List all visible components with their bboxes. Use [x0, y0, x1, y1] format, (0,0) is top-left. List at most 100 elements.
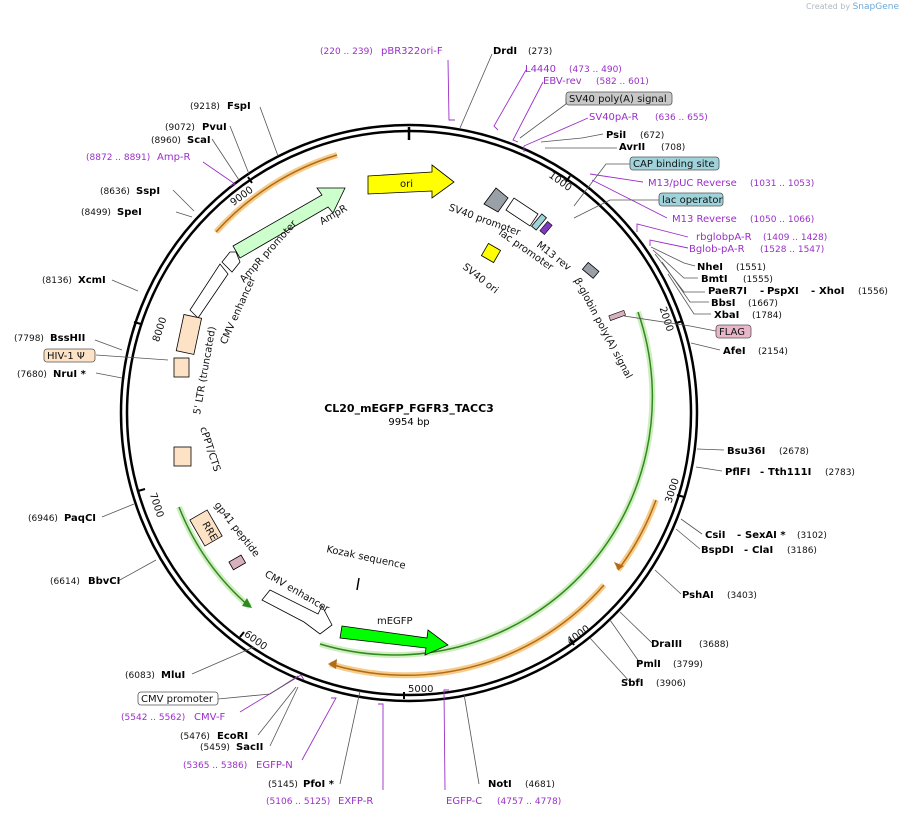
svg-text:(8636): (8636) — [100, 187, 130, 197]
enzyme-psii[interactable]: PsiI(672) — [606, 130, 664, 141]
enzyme-fspi[interactable]: (9218)FspI — [190, 101, 251, 112]
enzyme-paqci[interactable]: (6946)PaqCI — [28, 513, 96, 524]
svg-text:(220 .. 239): (220 .. 239) — [320, 47, 373, 57]
svg-text:XcmI: XcmI — [78, 275, 106, 286]
primer-m13-puc-reverse[interactable]: M13/pUC Reverse(1031 .. 1053) — [648, 178, 814, 189]
primer-leaders — [202, 59, 689, 791]
enzyme-spei[interactable]: (8499)SpeI — [81, 207, 142, 218]
svg-text:SbfI: SbfI — [621, 678, 643, 689]
primer-l4440[interactable]: L4440(473 .. 490) — [525, 64, 622, 75]
feature-cmv-enhancer-bottom — [261, 589, 333, 635]
svg-text:(8136): (8136) — [42, 276, 72, 286]
feature-lac-promoter-arrow — [505, 197, 539, 227]
snapgene-credit: Created by SnapGene — [806, 2, 899, 12]
primer-sv40pa-r[interactable]: SV40pA-R(636 .. 655) — [589, 112, 708, 123]
primer-amp-r[interactable]: (8872 .. 8891)Amp-R — [86, 152, 191, 163]
label-sv40-polya-signal[interactable]: SV40 poly(A) signal — [565, 91, 673, 106]
feature-ltr-box-1 — [175, 314, 203, 355]
enzyme-bsu36i[interactable]: Bsu36I(2678) — [727, 446, 809, 457]
primer-ebv-rev[interactable]: EBV-rev(582 .. 601) — [543, 76, 649, 87]
svg-text:(5476): (5476) — [180, 732, 210, 742]
enzyme-bbvci[interactable]: (6614)BbvCI — [50, 576, 120, 587]
enzyme-pfoi[interactable]: (5145)PfoI * — [268, 779, 335, 790]
enzyme-leaders — [94, 53, 725, 785]
enzyme-bspdi[interactable]: BspDI-ClaI(3186) — [701, 545, 817, 556]
svg-text:(1409 .. 1428): (1409 .. 1428) — [763, 233, 827, 243]
svg-text:Bglob-pA-R: Bglob-pA-R — [689, 244, 745, 255]
svg-text:(1667): (1667) — [748, 299, 778, 309]
label-lac-operator[interactable]: lac operator — [658, 192, 723, 207]
primer-cmv-f[interactable]: (5542 .. 5562)CMV-F — [121, 712, 225, 723]
primer-exfp-r[interactable]: (5106 .. 5125) EXFP-R — [266, 796, 373, 807]
enzyme-sacii[interactable]: (5459)SacII — [200, 742, 263, 753]
enzyme-noti[interactable]: NotI (4681) — [488, 779, 555, 790]
enzyme-pflfi[interactable]: PflFI-Tth111I(2783) — [725, 467, 855, 478]
label-hiv1-psi[interactable]: HIV-1 Ψ — [43, 348, 96, 363]
svg-text:(273): (273) — [528, 47, 552, 57]
svg-text:(4681): (4681) — [525, 780, 555, 790]
feature-ori-label: ori — [400, 179, 413, 190]
enzyme-csii[interactable]: CsiI-SexAI *(3102) — [705, 530, 827, 541]
enzyme-scai[interactable]: (8960)ScaI — [151, 135, 211, 146]
enzyme-sbfi[interactable]: SbfI (3906) — [621, 678, 686, 689]
svg-text:pBR322ori-F: pBR322ori-F — [381, 46, 443, 57]
svg-text:(5106 .. 5125): (5106 .. 5125) — [266, 797, 330, 807]
svg-text:5000: 5000 — [408, 684, 433, 695]
svg-text:SacII: SacII — [236, 742, 263, 753]
feature-sv40-promoter-box — [483, 187, 509, 213]
svg-text:EcoRI: EcoRI — [217, 731, 248, 742]
enzyme-xbai[interactable]: XbaI(1784) — [714, 310, 782, 321]
svg-text:(6614): (6614) — [50, 577, 80, 587]
label-cmv-promoter[interactable]: CMV promoter — [137, 691, 219, 706]
svg-text:CMV-F: CMV-F — [194, 712, 225, 723]
primer-rbglobpa-r[interactable]: rbglobpA-R(1409 .. 1428) — [696, 232, 827, 243]
primer-m13-reverse[interactable]: M13 Reverse(1050 .. 1066) — [672, 214, 814, 225]
primer-egfp-n[interactable]: (5365 .. 5386)EGFP-N — [183, 760, 293, 771]
primer-pbr322ori-f[interactable]: (220 .. 239) pBR322ori-F — [320, 46, 443, 57]
svg-text:8000: 8000 — [151, 316, 169, 344]
label-flag[interactable]: FLAG — [715, 324, 752, 339]
enzyme-bmti[interactable]: BmtI(1555) — [701, 274, 773, 285]
svg-text:FspI: FspI — [227, 101, 251, 112]
svg-text:(6083): (6083) — [125, 671, 155, 681]
svg-text:SspI: SspI — [136, 186, 160, 197]
primer-egfp-c[interactable]: EGFP-C(4757 .. 4778) — [446, 796, 561, 807]
svg-text:CsiI: CsiI — [705, 530, 725, 541]
enzyme-nhei[interactable]: NheI(1551) — [697, 262, 766, 273]
enzyme-avrii[interactable]: AvrII(708) — [619, 142, 685, 153]
svg-text:(708): (708) — [661, 143, 685, 153]
svg-text:EXFP-R: EXFP-R — [338, 796, 373, 807]
enzyme-ecori[interactable]: (5476) EcoRI — [180, 731, 248, 742]
enzyme-bbsi[interactable]: BbsI(1667) — [711, 298, 778, 309]
svg-text:(3403): (3403) — [727, 591, 757, 601]
enzyme-sspi[interactable]: (8636) SspI — [100, 186, 160, 197]
svg-text:(1555): (1555) — [743, 275, 773, 285]
enzyme-xcmi[interactable]: (8136) XcmI — [42, 275, 106, 286]
svg-text:CAP binding site: CAP binding site — [633, 159, 715, 170]
svg-text:L4440: L4440 — [525, 64, 556, 75]
svg-text:(3906): (3906) — [656, 679, 686, 689]
enzyme-bsshii[interactable]: (7798)BssHII — [14, 333, 85, 344]
enzyme-afei[interactable]: AfeI(2154) — [723, 346, 788, 357]
svg-text:NotI: NotI — [488, 779, 512, 790]
svg-text:(672): (672) — [640, 131, 664, 141]
enzyme-nrui[interactable]: (7680)NruI * — [17, 369, 87, 380]
svg-text:M13 Reverse: M13 Reverse — [672, 214, 737, 225]
svg-text:XhoI: XhoI — [819, 286, 844, 297]
svg-text:PshAI: PshAI — [682, 590, 714, 601]
enzyme-paer7i[interactable]: PaeR7I-PspXI-XhoI(1556) — [708, 286, 888, 297]
enzyme-mlui[interactable]: (6083)MluI — [125, 670, 185, 681]
enzyme-pvui[interactable]: (9072)PvuI — [165, 122, 227, 133]
svg-text:(582 .. 601): (582 .. 601) — [596, 77, 649, 87]
svg-text:-: - — [811, 286, 815, 297]
enzyme-pshai[interactable]: PshAI (3403) — [682, 590, 757, 601]
feature-cppt-box — [173, 446, 192, 467]
svg-text:(1556): (1556) — [858, 287, 888, 297]
label-cap-binding-site[interactable]: CAP binding site — [629, 156, 720, 171]
enzyme-pmli[interactable]: PmlI(3799) — [636, 659, 703, 670]
enzyme-drdi[interactable]: DrdI(273) — [493, 46, 552, 57]
primer-bglob-pa-r[interactable]: Bglob-pA-R(1528 .. 1547) — [689, 244, 824, 255]
svg-text:(636 .. 655): (636 .. 655) — [655, 113, 708, 123]
svg-text:EGFP-C: EGFP-C — [446, 796, 482, 807]
enzyme-draiii[interactable]: DraIII(3688) — [651, 639, 729, 650]
